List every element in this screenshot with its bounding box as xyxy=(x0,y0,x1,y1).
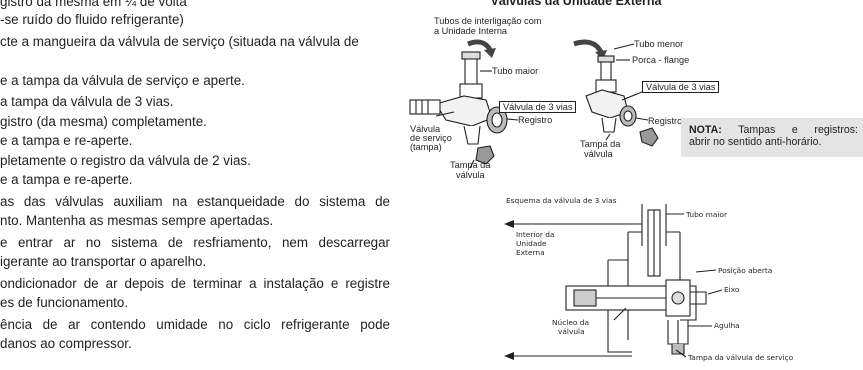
instruction-line: as das válvulas auxiliam na estanqueidad… xyxy=(0,194,390,209)
instruction-line: gistro da mesma em ¼ de volta xyxy=(0,0,187,9)
label-tampa-valvula-right-2: válvula xyxy=(584,149,613,159)
instruction-line: pletamente o registro da válvula de 2 vi… xyxy=(0,153,251,168)
instruction-line: cte a mangueira da válvula de serviço (s… xyxy=(0,34,359,49)
right-valve-drawing xyxy=(585,55,659,147)
label-eixo: Eixo xyxy=(724,285,740,294)
valves-figure: Válvulas da Unidade Externa Tubos de int… xyxy=(396,0,863,370)
instruction-line: gistro (da mesma) completamente. xyxy=(0,114,207,129)
label-valvula-servico-2: de serviço xyxy=(410,133,452,143)
label-interior-2: Unidade xyxy=(516,239,547,248)
arrow-to-right-valve xyxy=(573,39,604,54)
instruction-line: a tampa da válvula de 3 vias. xyxy=(0,94,174,109)
instruction-line: ondicionador de ar depois de terminar a … xyxy=(0,276,390,291)
section-title: Válvulas da Unidade Externa xyxy=(490,0,662,8)
instruction-line: e a tampa e re-aperte. xyxy=(0,172,133,187)
label-nucleo-2: válvula xyxy=(558,327,585,336)
schematic-title: Esquema da válvula de 3 vias xyxy=(506,196,617,205)
label-interior-3: Externa xyxy=(516,248,545,257)
instruction-line: ência de ar contendo umidade no ciclo re… xyxy=(0,317,390,332)
note-line-1: NOTA: Tampas e registros: xyxy=(689,124,858,136)
label-nucleo-1: Núcleo da xyxy=(552,318,589,327)
note-label: NOTA: xyxy=(689,124,722,136)
label-schematic-tubo-maior: Tubo maior xyxy=(686,210,727,219)
note-box: NOTA: Tampas e registros: abrir no senti… xyxy=(681,118,863,157)
label-registro-left: Registro xyxy=(518,115,553,125)
instruction-line: igerante ao transportar o aparelho. xyxy=(0,254,207,269)
label-tampa-servico: Tampa da válvula de serviço xyxy=(688,353,794,362)
label-tubo-maior: Tubo maior xyxy=(492,66,539,76)
label-porca-flange: Porca - flange xyxy=(632,55,690,65)
label-tampa-valvula-right-1: Tampa da xyxy=(580,139,621,149)
label-interior-1: Interior da xyxy=(516,230,555,239)
valve-schematic-drawing xyxy=(504,204,723,360)
instructions-column: gistro da mesma em ¼ de volta -se ruído … xyxy=(0,0,392,370)
arrow-to-left-valve xyxy=(467,39,493,52)
label-valvula-3-vias-left: Válvula de 3 vias xyxy=(499,101,577,113)
instruction-line: e entrar ar no sistema de resfriamento, … xyxy=(0,235,390,250)
instruction-line: -se ruído do fluido refrigerante) xyxy=(0,12,184,27)
instruction-line: e a tampa e re-aperte. xyxy=(0,133,133,148)
label-tubo-menor: Tubo menor xyxy=(634,39,684,49)
note-line-2: abrir no sentido anti-horário. xyxy=(689,136,822,148)
valves-drawing xyxy=(409,39,723,360)
label-tampa-valvula-left-1: Tampa da xyxy=(450,160,491,170)
instruction-line: nto. Mantenha as mesmas sempre apertadas… xyxy=(0,213,274,228)
label-tampa-valvula-left-2: válvula xyxy=(456,170,485,180)
label-posicao-aberta: Posição aberta xyxy=(718,266,773,275)
instruction-line: danos ao compressor. xyxy=(0,336,132,351)
note-line-1-text: Tampas e registros: xyxy=(721,124,858,136)
label-valvula-3-vias-right: Válvula de 3 vias xyxy=(642,81,720,93)
instruction-line: es de funcionamento. xyxy=(0,295,129,310)
instruction-line: e a tampa da válvula de serviço e aperte… xyxy=(0,73,245,88)
label-interconnect-tubes-1: Tubos de interligação com xyxy=(434,16,542,26)
label-interconnect-tubes-2: a Unidade Interna xyxy=(434,26,508,36)
label-valvula-servico-1: Válvula xyxy=(410,124,441,134)
label-agulha: Agulha xyxy=(714,321,740,330)
label-valvula-servico-3: (tampa) xyxy=(410,142,442,152)
label-registro-right: Registro xyxy=(648,116,683,126)
left-valve-drawing xyxy=(409,51,508,165)
